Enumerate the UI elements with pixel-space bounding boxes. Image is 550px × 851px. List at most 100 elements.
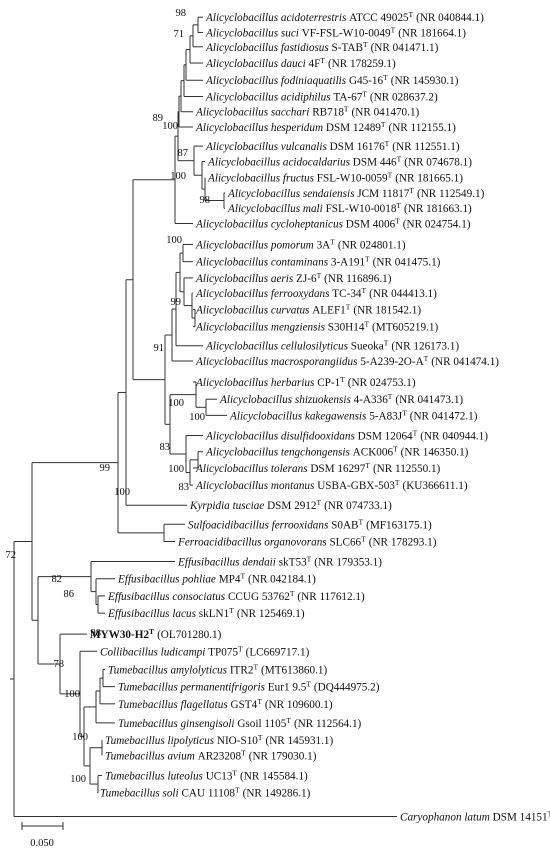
taxon-species-name: Alicyclobacillus acidoterrestris xyxy=(205,12,349,24)
taxon-label: Alicyclobacillus shizuokensis 4-A336T(NR… xyxy=(219,392,463,407)
bootstrap-value: 100 xyxy=(170,171,186,182)
bootstrap-value: 100 xyxy=(189,412,205,423)
bootstrap-value: 82 xyxy=(52,574,63,585)
type-strain-mark: T xyxy=(286,715,291,724)
taxon-accession: (KU366611.1) xyxy=(402,480,467,492)
taxon-species-name: Tumebacillus permanentifrigoris xyxy=(118,682,268,694)
taxon-label: Kyrpidia tusciae DSM 2912T(NR 074733.1) xyxy=(189,498,392,513)
type-strain-mark: T xyxy=(397,154,402,163)
bootstrap-value: 100 xyxy=(168,464,184,475)
taxon-label: Alicyclobacillus hesperidum DSM 12489T(N… xyxy=(195,120,456,135)
taxon-species-name: Alicyclobacillus sendaiensis xyxy=(227,188,357,200)
type-strain-mark: T xyxy=(316,498,321,507)
taxon-accession: (NR 074733.1) xyxy=(324,500,392,512)
bootstrap-value: 86 xyxy=(64,589,75,600)
type-strain-mark: T xyxy=(330,237,335,246)
bootstrap-value: 98 xyxy=(200,195,211,206)
bootstrap-value: 83 xyxy=(179,482,190,493)
taxon-species-name: Alicyclobacillus sacchari xyxy=(195,107,312,119)
taxon-label: Alicyclobacillus mengziensis S30H14T(MT6… xyxy=(195,319,438,334)
taxon-strain: SLC66 xyxy=(329,536,361,548)
type-strain-mark: T xyxy=(235,785,240,794)
taxon-accession: (NR 146350.1) xyxy=(401,447,469,459)
taxon-accession: (NR 179353.1) xyxy=(314,557,382,569)
taxon-accession: (MF163175.1) xyxy=(366,519,432,531)
taxon-label: Alicyclobacillus acidiphilus TA-67T(NR 0… xyxy=(205,89,438,104)
taxon-accession: (NR 181542.1) xyxy=(353,304,421,316)
taxon-strain: ITR2 xyxy=(230,664,254,676)
taxon-strain: S30H14 xyxy=(328,322,365,334)
type-strain-mark: T xyxy=(391,25,396,34)
taxon-strain: GST4 xyxy=(231,699,258,711)
taxon-species-name: Tumebacillus lipolyticus xyxy=(105,735,217,747)
taxon-species-name: Tumebacillus soli xyxy=(100,788,181,800)
bootstrap-value: 87 xyxy=(178,148,189,159)
taxon-accession: (NR 042184.1) xyxy=(248,574,316,586)
taxon-label: Alicyclobacillus curvatus ALEF1T(NR 1815… xyxy=(195,302,421,317)
type-strain-mark: T xyxy=(362,286,367,295)
bootstrap-value: 100 xyxy=(114,487,130,498)
type-strain-mark: T xyxy=(393,444,398,453)
bootstrap-value: 100 xyxy=(72,732,88,743)
type-strain-mark: T xyxy=(258,733,263,742)
taxon-label: Effusibacillus dendaii skT53T(NR 179353.… xyxy=(177,554,382,569)
taxon-label: Alicyclobacillus montanus USBA-GBX-503T(… xyxy=(195,478,468,493)
taxon-strain: MYW30-H2 xyxy=(90,629,149,641)
type-strain-mark: T xyxy=(240,571,245,580)
taxon-strain: USBA-GBX-503 xyxy=(317,480,395,492)
taxon-accession: (NR 041475.1) xyxy=(373,257,441,269)
type-strain-mark: T xyxy=(241,748,246,757)
taxon-accession: (LC669717.1) xyxy=(246,646,310,658)
type-strain-mark: T xyxy=(548,809,550,818)
taxon-species-name: Sulfoacidibacillus ferrooxidans xyxy=(188,519,331,531)
taxon-species-name: Alicyclobacillus cellulosilyticus xyxy=(205,341,351,353)
taxon-accession: (NR 149286.1) xyxy=(243,788,311,800)
taxon-label: Alicyclobacillus mali FSL-W10-0018T(NR 1… xyxy=(227,201,472,216)
taxon-accession: (NR 181665.1) xyxy=(395,173,463,185)
taxon-accession: (NR 112551.1) xyxy=(392,141,460,153)
taxon-label: Alicyclobacillus cellulosilyticus Sueoka… xyxy=(205,338,459,353)
type-strain-mark: T xyxy=(385,139,390,148)
taxon-label: Alicyclobacillus acidoterrestris ATCC 49… xyxy=(205,10,484,25)
taxon-species-name: Effusibacillus lacus xyxy=(107,608,199,620)
taxon-species-name: Effusibacillus pohliae xyxy=(117,574,219,586)
taxon-species-name: Effusibacillus consociatus xyxy=(107,591,228,603)
taxon-accession: (NR 112564.1) xyxy=(294,718,362,730)
taxon-label: Tumebacillus lipolyticus NIO-S10T(NR 145… xyxy=(105,733,334,748)
type-strain-mark: T xyxy=(306,679,311,688)
taxon-species-name: Alicyclobacillus mali xyxy=(227,203,326,215)
taxon-species-name: Alicyclobacillus suci xyxy=(205,27,302,39)
taxon-strain: S0AB xyxy=(331,519,358,531)
bootstrap-value: 100 xyxy=(168,398,184,409)
type-strain-mark: T xyxy=(362,89,367,98)
taxon-strain: Eur1 9.5 xyxy=(268,682,307,694)
taxon-label: Tumebacillus amylolyticus ITR2T(MT613860… xyxy=(108,662,327,677)
taxon-label: Alicyclobacillus cycloheptanicus DSM 400… xyxy=(195,216,471,231)
taxon-label: Alicyclobacillus macrosporangiidus 5-A23… xyxy=(195,353,499,368)
taxon-label: Tumebacillus soli CAU 11108T(NR 149286.1… xyxy=(100,785,311,800)
taxon-label: Alicyclobacillus tengchongensis ACK006T(… xyxy=(205,444,469,459)
taxon-label: Alicyclobacillus dauci 4FT(NR 178259.1) xyxy=(205,56,396,71)
type-strain-mark: T xyxy=(365,460,370,469)
type-strain-mark: T xyxy=(238,644,243,653)
taxon-species-name: Alicyclobacillus disulfidooxidans xyxy=(205,430,358,442)
type-strain-mark: T xyxy=(364,319,369,328)
taxon-strain: ALEF1 xyxy=(312,304,346,316)
type-strain-mark: T xyxy=(395,478,400,487)
taxon-species-name: Alicyclobacillus macrosporangiidus xyxy=(195,356,360,368)
taxon-strain: S-TAB xyxy=(332,42,363,54)
taxon-accession: (NR 125469.1) xyxy=(237,608,305,620)
taxon-strain: NIO-S10 xyxy=(217,735,258,747)
taxon-species-name: Alicyclobacillus mengziensis xyxy=(195,322,328,334)
bootstrap-value: 83 xyxy=(160,442,171,453)
taxon-species-name: Tumebacillus avium xyxy=(105,750,198,762)
taxon-label: Alicyclobacillus ferrooxydans TC-34T(NR … xyxy=(195,286,437,301)
scale-bar: 0.050 xyxy=(21,822,64,849)
taxon-strain: FSL-W10-0059 xyxy=(317,173,388,185)
type-strain-mark: T xyxy=(388,392,393,401)
taxon-accession: (NR 024801.1) xyxy=(338,239,406,251)
type-strain-mark: T xyxy=(381,120,386,129)
taxon-species-name: Alicyclobacillus curvatus xyxy=(195,304,312,316)
taxon-strain: Sueoka xyxy=(351,341,384,353)
